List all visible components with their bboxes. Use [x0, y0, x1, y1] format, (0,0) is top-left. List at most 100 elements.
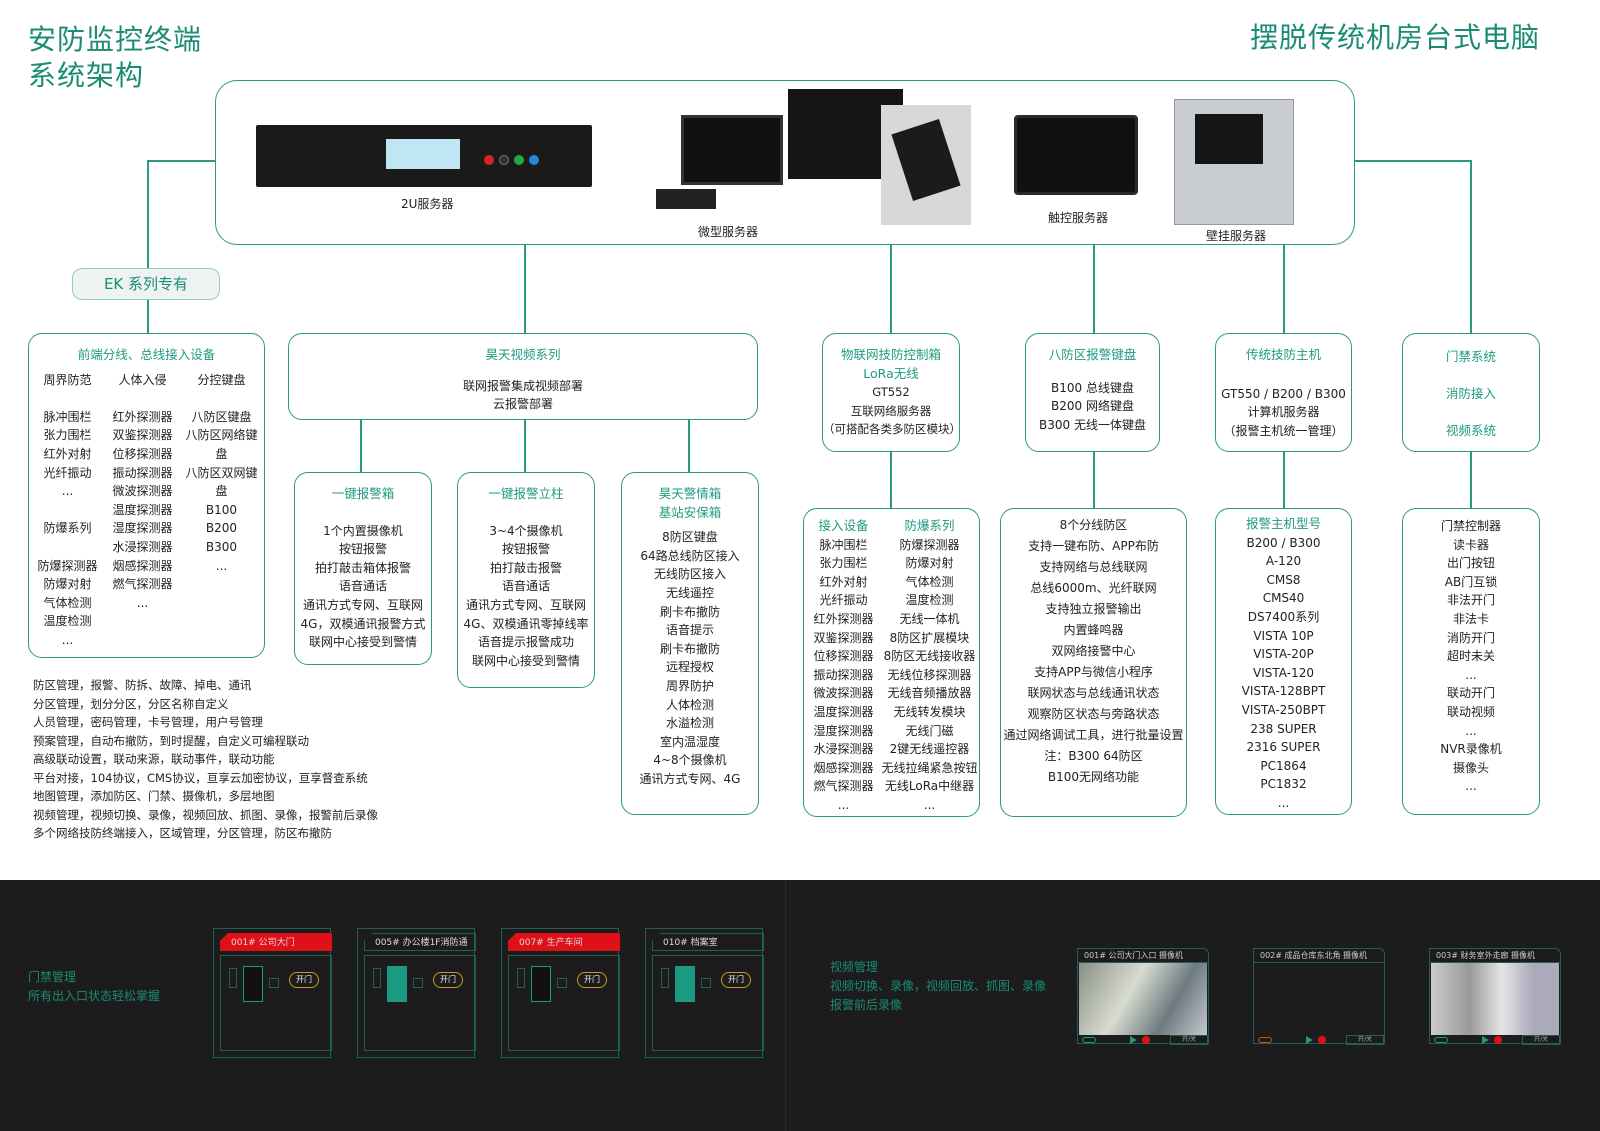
- list-item: 238 SUPER: [1250, 721, 1317, 736]
- title-line-1: 安防监控终端: [28, 23, 203, 56]
- list-item: [105, 389, 181, 408]
- camera-name: 001# 公司大门入口 摄像机: [1078, 949, 1208, 963]
- record-icon[interactable]: [1318, 1036, 1326, 1044]
- list-item: 2键无线遥控器: [889, 742, 970, 757]
- list-item: 拍打敲击箱体报警: [314, 560, 411, 575]
- list-item: 语音提示: [665, 623, 714, 638]
- list-item: 气体检测: [43, 595, 92, 610]
- list-item: B100: [205, 502, 238, 517]
- list-item: PC1832: [1260, 777, 1307, 792]
- list-item: 八防区键盘: [191, 409, 252, 424]
- link-icon[interactable]: [1082, 1037, 1096, 1043]
- column-intrusion: 人体入侵 红外探测器双鉴探测器位移探测器振动探测器微波探测器温度探测器湿度探测器…: [105, 371, 181, 613]
- list-item: 分控键盘: [197, 372, 246, 387]
- list-item: 张力围栏: [43, 428, 92, 443]
- play-icon[interactable]: [1306, 1036, 1313, 1044]
- link-icon[interactable]: [1258, 1037, 1272, 1043]
- play-icon[interactable]: [1130, 1036, 1137, 1044]
- card-reader-icon: [373, 968, 381, 988]
- connector: [1093, 245, 1095, 333]
- list-item: 无线转发模块: [893, 704, 966, 719]
- access-box: 门禁系统消防接入视频系统: [1402, 333, 1540, 452]
- open-door-button[interactable]: 开门: [433, 972, 463, 988]
- list-item: 刷卡布撤防: [659, 604, 720, 619]
- list-item: B100无网络功能: [1047, 770, 1140, 784]
- list-item: 微波探测器: [813, 686, 874, 701]
- list-item: 防爆探测器: [37, 558, 98, 573]
- ek-series-badge: EK 系列专有: [72, 268, 220, 300]
- camera-feed[interactable]: [1431, 963, 1559, 1035]
- door-card: 005# 办公楼1F消防通道 开门: [357, 928, 476, 1058]
- camera-feed[interactable]: [1255, 963, 1383, 1035]
- door-card: 007# 生产车间 开门: [501, 928, 620, 1058]
- list-item: 水浸探测器: [813, 742, 874, 757]
- list-item: 4G，双模通讯报警方式: [300, 616, 426, 631]
- list-item: 支持独立报警输出: [1045, 602, 1142, 616]
- list-item: 消防开门: [1446, 630, 1495, 645]
- list-item: 门禁控制器: [1440, 519, 1501, 533]
- toggle-button[interactable]: 开/关: [1522, 1035, 1560, 1045]
- server-caption: 触控服务器: [1048, 211, 1109, 225]
- list-item: 64路总线防区接入: [640, 548, 740, 563]
- list-item: NVR录像机: [1440, 742, 1502, 757]
- server-caption: 微型服务器: [698, 225, 759, 239]
- list-item: 红外探测器: [813, 611, 874, 626]
- list-item: VISTA 10P: [1253, 628, 1314, 643]
- list-item: 分区管理，划分分区，分区名称自定义: [33, 696, 229, 711]
- list-item: 2316 SUPER: [1246, 740, 1321, 755]
- list-item: 无线一体机: [899, 611, 960, 626]
- box-title: 前端分线、总线接入设备: [77, 347, 216, 362]
- link-icon[interactable]: [1434, 1037, 1448, 1043]
- record-icon[interactable]: [1142, 1036, 1150, 1044]
- list-item: AB门互锁: [1444, 574, 1498, 589]
- list-item: 总线6000m、光纤联网: [1030, 581, 1157, 595]
- exit-button-icon: [557, 978, 567, 988]
- list-item: 8防区键盘: [662, 530, 718, 545]
- haotian-lines: 联网报警集成视频部署云报警部署: [289, 377, 757, 414]
- card-reader-icon: [661, 968, 669, 988]
- list-item: 联动视频: [1446, 704, 1495, 719]
- open-door-button[interactable]: 开门: [289, 972, 319, 988]
- connector: [147, 160, 149, 268]
- list-item: 人员管理，密码管理，卡号管理，用户号管理: [33, 715, 263, 729]
- list-item: 人体入侵: [118, 372, 167, 387]
- server-panel: 2U服务器 微型服务器 触控服务器 壁挂服务器: [215, 80, 1355, 245]
- list-item: 地图管理，添加防区、门禁、摄像机，多层地图: [33, 789, 275, 803]
- list-item: 双网络接警中心: [1051, 644, 1136, 658]
- toggle-button[interactable]: 开/关: [1346, 1035, 1384, 1045]
- list-item: 周界防范: [43, 372, 92, 387]
- video-desc: 视频切换、录像，视频回放、抓图、录像: [830, 979, 1047, 993]
- list-item: VISTA-20P: [1253, 647, 1314, 662]
- door-card: 010# 档案室 开门: [645, 928, 764, 1058]
- list-item: VISTA-120: [1253, 665, 1314, 680]
- camera-feed[interactable]: [1079, 963, 1207, 1035]
- card-reader-icon: [229, 968, 237, 988]
- list-item: 消防接入: [1445, 386, 1496, 401]
- play-icon[interactable]: [1482, 1036, 1489, 1044]
- exit-button-icon: [413, 978, 423, 988]
- open-door-button[interactable]: 开门: [577, 972, 607, 988]
- box-subtitle: LoRa无线: [863, 365, 919, 381]
- connector: [1283, 452, 1285, 508]
- door-open-icon: [531, 966, 551, 1002]
- list-item: 脉冲围栏: [819, 537, 868, 552]
- list-item: 4~8个摄像机: [653, 753, 727, 768]
- door-name: 001# 公司大门: [220, 933, 332, 951]
- camera-box-image: [881, 105, 971, 225]
- door-panel: 开门: [364, 955, 476, 1051]
- list-item: 温度探测器: [112, 502, 173, 517]
- open-door-button[interactable]: 开门: [721, 972, 751, 988]
- haotian-box: 昊天视频系列 联网报警集成视频部署云报警部署: [288, 333, 758, 420]
- list-item: 视频管理，视频切换、录像，视频回放、抓图、录像，报警前后录像: [33, 807, 378, 822]
- record-icon[interactable]: [1494, 1036, 1502, 1044]
- toggle-button[interactable]: 开/关: [1170, 1035, 1208, 1045]
- door-panel: 开门: [652, 955, 764, 1051]
- list-item: 通讯方式专网、互联网: [465, 597, 586, 612]
- list-item: 支持APP与微信小程序: [1034, 665, 1153, 679]
- list-item: PC1864: [1260, 758, 1307, 773]
